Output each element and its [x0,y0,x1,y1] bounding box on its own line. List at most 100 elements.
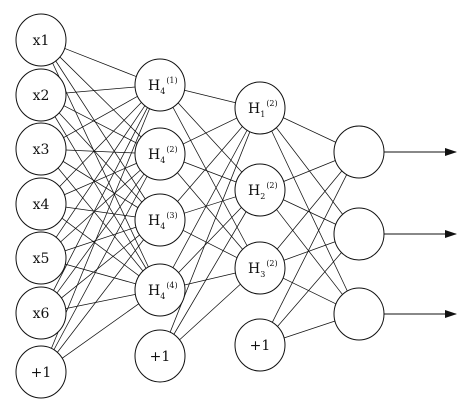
connection-line [65,206,136,218]
connection-line [182,229,238,259]
connection-line [178,283,242,341]
connection-line [270,128,349,294]
node-circle [333,207,385,261]
node-label: x6 [33,306,50,322]
hidden-2-node: H2(2) [234,163,286,217]
node-label: x4 [33,197,50,213]
node-circle [134,329,186,383]
node-label-subscript: 3 [260,270,265,279]
node-circle [15,13,67,67]
node-label-base: H [148,283,160,299]
node-label-superscript: (2) [266,181,277,190]
connection-line [52,105,149,293]
connection-line [275,208,344,296]
node-label-subscript: 4 [160,156,165,165]
node-label-superscript: (1) [166,76,177,85]
node-circle [134,193,186,247]
node-circle [15,286,67,340]
node-circle [134,263,186,317]
node-label-base: H [148,213,160,229]
connection-line [283,241,336,261]
connection-line [65,149,136,154]
node-circle [15,68,67,122]
connection-line [56,166,145,273]
node-label: x3 [33,142,50,158]
hidden-1-node: H4(1) [134,58,186,112]
connection-line [176,171,244,251]
nodes-group: x1x2x3x4x5x6+1H4(1)H4(2)H4(3)H4(4)+1H1(2… [15,13,385,399]
hidden-2-node: H3(2) [234,241,286,295]
connection-line [61,217,140,277]
node-circle [15,122,67,176]
connection-line [282,117,337,143]
node-label-base: H [248,183,260,199]
node-label: H4(4) [148,281,178,301]
connection-line [62,160,139,209]
hidden-1-node: H4(2) [134,127,186,181]
node-label: H4(3) [148,211,178,231]
node-circle [234,318,286,372]
connection-line [64,226,137,252]
node-label: H4(2) [148,145,178,165]
connection-line [58,101,143,188]
connection-line [52,174,149,352]
node-circle [234,163,286,217]
connection-line [65,86,136,94]
node-label-subscript: 4 [160,222,165,231]
input-node: x1 [15,13,67,67]
connection-line [54,59,147,201]
connection-line [62,95,139,139]
connection-line [275,169,344,251]
connection-line [54,104,147,239]
node-label-subscript: 2 [260,192,265,201]
connection-line [172,209,248,337]
hidden-1-node-bias: +1 [134,329,186,383]
output-node [333,287,385,341]
node-circle [333,125,385,179]
node-label: H2(2) [248,181,278,201]
node-label: +1 [150,349,171,365]
output-node [333,207,385,261]
node-circle [134,127,186,181]
hidden-1-node: H4(3) [134,193,186,247]
connection-line [61,302,140,360]
node-label: H1(2) [248,99,278,119]
connection-line [184,272,236,286]
connection-line [55,172,146,295]
node-label: H4(1) [148,76,178,96]
node-circle [333,287,385,341]
node-label-subscript: 1 [260,110,265,119]
connection-line [57,111,144,204]
node-circle [134,58,186,112]
node-label-subscript: 4 [160,87,165,96]
connection-line [56,238,145,354]
node-label-base: H [248,101,260,117]
input-node: x6 [15,286,67,340]
connection-line [276,251,343,328]
connection-line [63,105,138,144]
connection-line [51,60,150,270]
output-node [333,125,385,179]
node-circle [15,177,67,231]
node-circle [234,81,286,135]
node-label-superscript: (2) [166,145,177,154]
connection-line [271,172,348,325]
connection-line [63,162,138,196]
output-arrows-group [384,148,457,318]
connection-line [176,101,244,174]
input-node: x4 [15,177,67,231]
input-node: x2 [15,68,67,122]
node-label: x2 [33,88,50,104]
connection-line [282,277,337,305]
connection-line [183,196,237,214]
node-circle [234,241,286,295]
node-label: +1 [31,365,52,381]
input-node: x3 [15,122,67,176]
node-label: x5 [33,251,50,267]
node-label-superscript: (3) [166,211,177,220]
node-label-superscript: (4) [166,281,177,290]
connection-line [50,106,151,351]
connection-line [184,89,236,104]
node-label-superscript: (2) [266,259,277,268]
